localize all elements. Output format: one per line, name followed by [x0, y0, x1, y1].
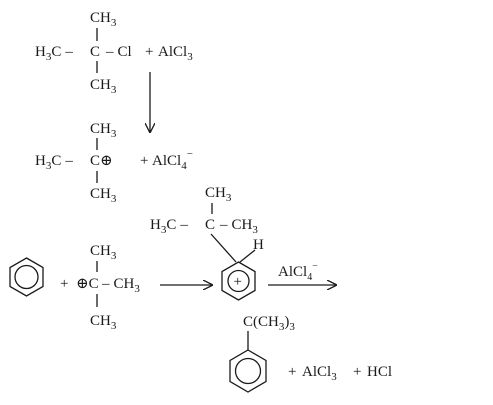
alcl4-anion: AlCl4−	[152, 148, 193, 172]
arrow-reagent: AlCl4−	[278, 261, 318, 283]
alcl3-regenerated: AlCl3	[302, 364, 337, 383]
cation-h3c: H3C–	[35, 153, 73, 172]
bond-to-h	[239, 249, 256, 263]
cation-top-ch3: CH3	[90, 121, 117, 140]
plus-2: +	[140, 153, 148, 169]
cation-c: C⊕	[90, 153, 113, 169]
cation-bottom-ch3: CH3	[90, 186, 117, 205]
tbutyl-cation-2: CH3 ⊕C –CH3 CH3	[76, 243, 140, 332]
bottom-ch3: CH3	[90, 77, 117, 96]
sigma-top-ch3: CH3	[205, 185, 232, 204]
tert-butylbenzene: C(CH3)3	[229, 314, 295, 393]
sigma-h3c: H3C–	[150, 217, 188, 236]
dash-cl: –Cl	[105, 44, 132, 60]
sigma-complex: CH3 H3C– C –CH3 H +	[150, 185, 264, 301]
plus-1: +	[145, 44, 153, 60]
tbutyl-cation: CH3 H3C– C⊕ CH3	[35, 121, 117, 205]
top-ch3: CH3	[90, 10, 117, 29]
sigma-h: H	[253, 237, 264, 253]
alcl3-reagent: AlCl3	[158, 44, 193, 63]
cation2-top-ch3: CH3	[90, 243, 117, 262]
cation2-c: ⊕C	[76, 276, 99, 292]
plus-4: +	[288, 364, 296, 380]
sigma-c: C	[205, 217, 215, 233]
benzene-reactant	[9, 257, 44, 297]
product-substituent: C(CH3)3	[243, 314, 295, 333]
tbutyl-chloride: CH3 H3C– C –Cl CH3	[35, 10, 132, 96]
hcl-product: HCl	[367, 364, 392, 380]
cation2-ch3: –CH3	[101, 276, 140, 295]
central-c: C	[90, 44, 100, 60]
plus-3: +	[60, 276, 68, 292]
bond-to-ring	[210, 233, 237, 263]
ring-plus: +	[234, 274, 242, 290]
sigma-ch3-right: –CH3	[219, 217, 258, 236]
h3c-left: H3C–	[35, 44, 73, 63]
plus-5: +	[353, 364, 361, 380]
cation2-bottom-ch3: CH3	[90, 313, 117, 332]
